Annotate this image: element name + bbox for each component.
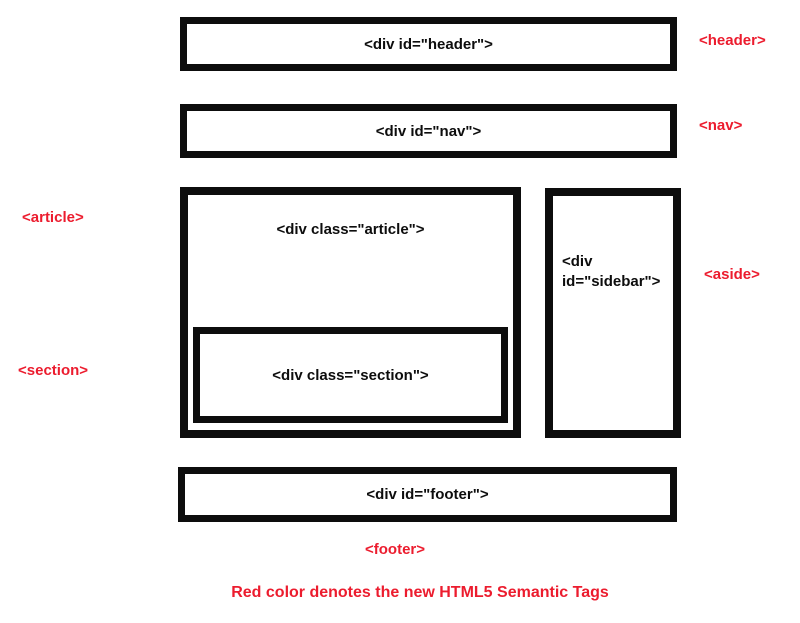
section-tag-label: <section> bbox=[18, 362, 89, 379]
header-box-code-text: <div id="header"> bbox=[364, 35, 493, 53]
article-box-code-text: <div class="article"> bbox=[276, 221, 425, 238]
article-tag-label: <article> bbox=[22, 209, 84, 226]
footer-tag-label: <footer> bbox=[365, 541, 426, 558]
footer-box-code-text: <div id="footer"> bbox=[366, 486, 489, 503]
aside-tag-label: <aside> bbox=[704, 266, 760, 283]
footer-box: <div id="footer"> bbox=[178, 467, 677, 522]
section-box: <div class="section"> bbox=[193, 327, 508, 423]
nav-box-code-text: <div id="nav"> bbox=[375, 122, 482, 140]
footnote-text: Red color denotes the new HTML5 Semantic… bbox=[231, 584, 609, 601]
sidebar-box: <div id="sidebar"> bbox=[545, 188, 681, 438]
sidebar-code-line2: id="sidebar"> bbox=[562, 273, 661, 290]
nav-box: <div id="nav"> bbox=[180, 104, 677, 158]
nav-tag-label: <nav> bbox=[699, 117, 743, 134]
sidebar-box-code-text: <div id="sidebar"> bbox=[553, 196, 660, 292]
section-box-code-text: <div class="section"> bbox=[272, 366, 429, 384]
sidebar-code-line1: <div bbox=[562, 253, 593, 270]
header-tag-label: <header> bbox=[699, 32, 766, 49]
header-box: <div id="header"> bbox=[180, 17, 677, 71]
